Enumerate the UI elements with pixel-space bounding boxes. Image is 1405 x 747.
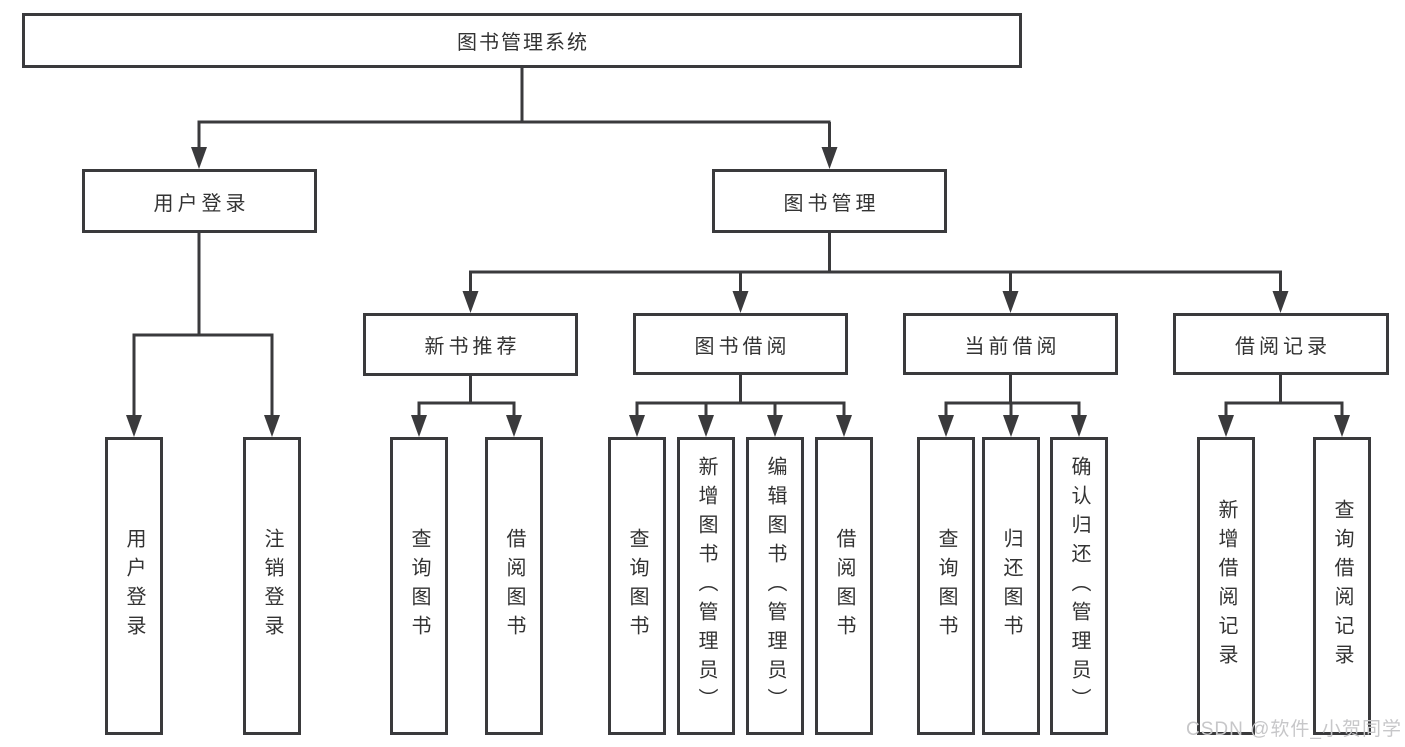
leaf-user-login: 用户登录: [105, 437, 163, 735]
leaf-query-borrow-record: 查询借阅记录: [1313, 437, 1371, 735]
leaf-borrow-books-2-label: 借阅图书: [833, 528, 855, 644]
leaf-query-books-2-label: 查询图书: [626, 528, 648, 644]
node-book-borrowing: 图书借阅: [633, 313, 848, 375]
leaf-edit-books-admin: 编辑图书（管理员）: [746, 437, 804, 735]
node-borrowing-records: 借阅记录: [1173, 313, 1389, 375]
node-user-login: 用户登录: [82, 169, 317, 233]
leaf-query-borrow-record-label: 查询借阅记录: [1331, 499, 1353, 673]
leaf-return-books: 归还图书: [982, 437, 1040, 735]
leaf-add-borrow-record: 新增借阅记录: [1197, 437, 1255, 735]
node-new-book-recommend: 新书推荐: [363, 313, 578, 376]
node-book-management: 图书管理: [712, 169, 947, 233]
leaf-borrow-books-2: 借阅图书: [815, 437, 873, 735]
leaf-return-books-label: 归还图书: [1000, 528, 1022, 644]
node-library-management-system: 图书管理系统: [22, 13, 1022, 68]
leaf-add-books-admin-label: 新增图书（管理员）: [695, 455, 717, 717]
leaf-user-login-label: 用户登录: [123, 528, 145, 644]
leaf-query-books-3-label: 查询图书: [935, 528, 957, 644]
leaf-borrow-books-1: 借阅图书: [485, 437, 543, 735]
leaf-edit-books-admin-label: 编辑图书（管理员）: [764, 455, 786, 717]
leaf-logout-label: 注销登录: [261, 528, 283, 644]
leaf-add-borrow-record-label: 新增借阅记录: [1215, 499, 1237, 673]
leaf-query-books-3: 查询图书: [917, 437, 975, 735]
leaf-borrow-books-1-label: 借阅图书: [503, 528, 525, 644]
leaf-logout: 注销登录: [243, 437, 301, 735]
leaf-query-books-1: 查询图书: [390, 437, 448, 735]
csdn-watermark: CSDN @软件_小贺同学: [1186, 719, 1402, 740]
leaf-confirm-return-admin-label: 确认归还（管理员）: [1068, 455, 1090, 717]
leaf-query-books-1-label: 查询图书: [408, 528, 430, 644]
leaf-query-books-2: 查询图书: [608, 437, 666, 735]
node-current-borrowing: 当前借阅: [903, 313, 1118, 375]
leaf-add-books-admin: 新增图书（管理员）: [677, 437, 735, 735]
leaf-confirm-return-admin: 确认归还（管理员）: [1050, 437, 1108, 735]
